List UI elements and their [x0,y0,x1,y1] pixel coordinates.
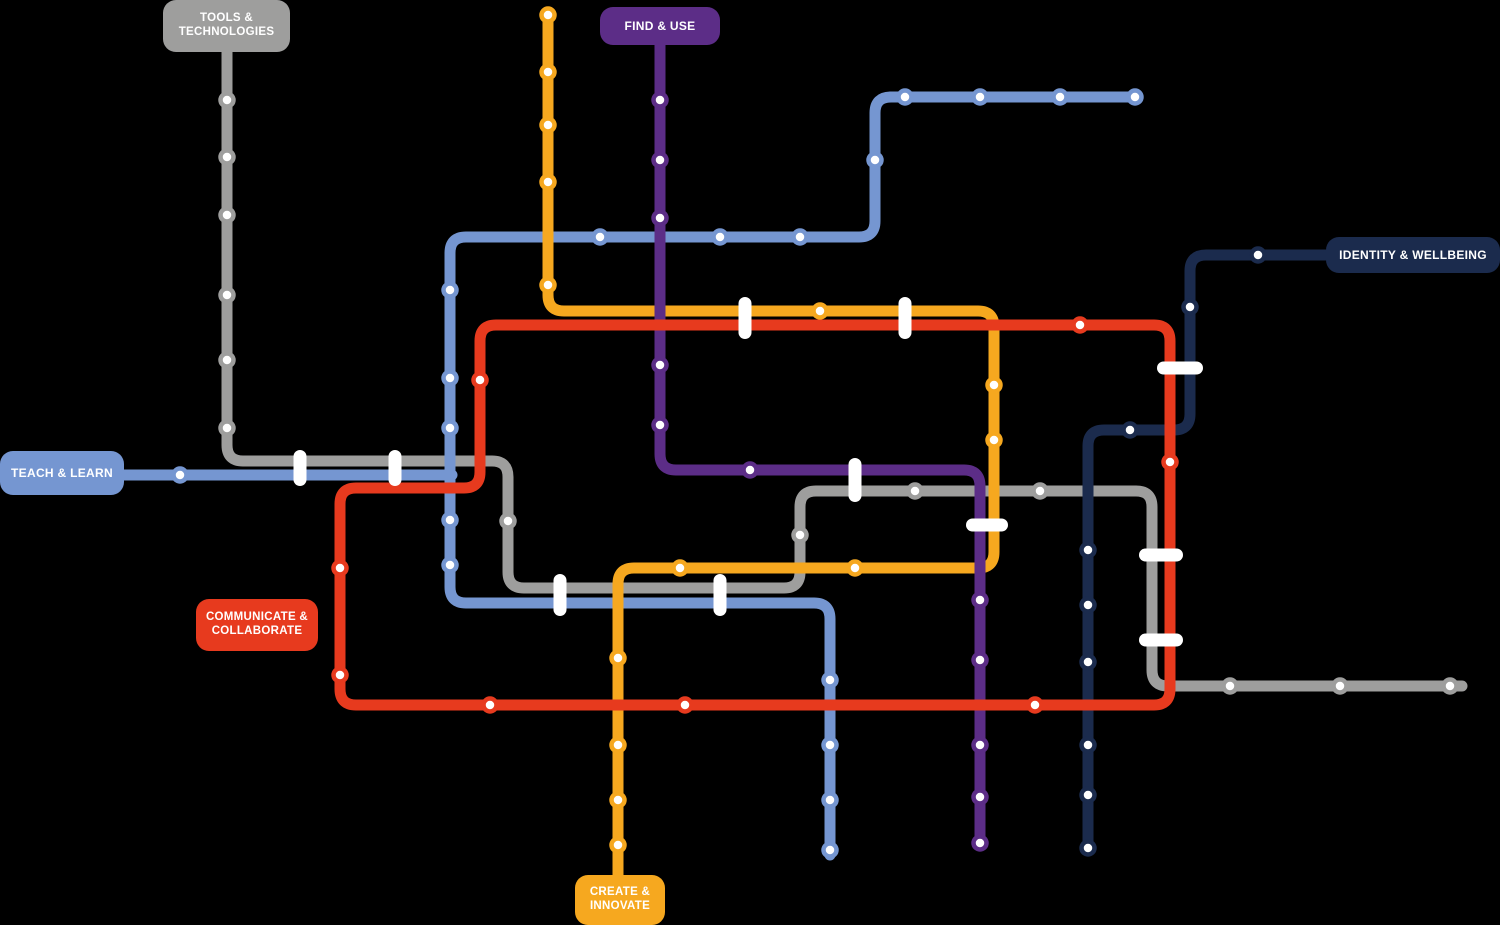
line-label-communicate: COMMUNICATE & COLLABORATE [196,599,318,651]
station-dot-identity [1079,596,1097,614]
line-path-teach [444,91,1141,861]
station-dot-teach [441,419,459,437]
station-dot-teach [896,88,914,106]
station-dot-teach [711,228,729,246]
station-dot-find [651,209,669,227]
station-dot-create [609,736,627,754]
station-dot-communicate [1161,453,1179,471]
station-dot-teach [971,88,989,106]
station-dot-find [651,416,669,434]
interchange-tick [388,450,402,486]
station-dot-find [971,591,989,609]
line-path-tools [221,34,1468,692]
station-dot-identity [1249,246,1267,264]
station-dot-teach [791,228,809,246]
station-dot-teach [441,369,459,387]
station-dot-teach [866,151,884,169]
station-dot-identity [1181,298,1199,316]
station-dot-teach [591,228,609,246]
station-dot-create [539,6,557,24]
station-dot-communicate [481,696,499,714]
station-dot-teach [821,671,839,689]
station-dot-teach [821,841,839,859]
station-dot-tools [1031,482,1049,500]
line-label-identity: IDENTITY & WELLBEING [1326,237,1500,273]
station-dot-find [971,651,989,669]
station-dot-find [971,788,989,806]
station-dot-communicate [331,559,349,577]
station-dot-create [539,116,557,134]
station-dot-create [609,836,627,854]
station-dot-find [971,834,989,852]
station-dot-create [671,559,689,577]
station-dot-identity [1079,839,1097,857]
interchange-tick [738,297,752,339]
station-dot-identity [1121,421,1139,439]
station-dot-communicate [471,371,489,389]
station-dot-communicate [1026,696,1044,714]
station-dot-create [539,63,557,81]
interchange-tick [1139,548,1183,562]
line-path-find [654,39,986,851]
line-label-find: FIND & USE [600,7,720,45]
interchange-tick [713,574,727,616]
station-dot-tools [1331,677,1349,695]
interchange-tick [848,458,862,502]
station-dot-create [609,791,627,809]
interchange-tick [898,297,912,339]
interchange-tick [1139,633,1183,647]
station-dot-create [985,376,1003,394]
interchange-tick [1157,361,1203,375]
station-dot-teach [441,556,459,574]
interchange-tick [966,518,1008,532]
station-dot-identity [1079,541,1097,559]
station-dot-teach [1126,88,1144,106]
line-path-communicate [334,319,1176,711]
station-dot-teach [171,466,189,484]
station-dot-tools [499,512,517,530]
station-dot-identity [1079,736,1097,754]
station-dot-create [609,649,627,667]
station-dot-tools [218,206,236,224]
station-dot-find [971,736,989,754]
station-dot-find [651,91,669,109]
station-dot-tools [218,351,236,369]
station-dot-create [846,559,864,577]
station-dot-tools [218,148,236,166]
station-dot-find [651,356,669,374]
line-path-identity [1082,249,1346,856]
station-dot-communicate [1071,316,1089,334]
line-label-create: CREATE & INNOVATE [575,875,665,925]
line-label-teach: TEACH & LEARN [0,451,124,495]
station-dot-tools [218,286,236,304]
station-dot-communicate [331,666,349,684]
station-dot-tools [1441,677,1459,695]
station-dot-create [985,431,1003,449]
station-dot-teach [441,511,459,529]
interchange-tick [293,450,307,486]
station-dot-find [651,151,669,169]
station-dot-find [741,461,759,479]
station-dot-teach [1051,88,1069,106]
station-dot-tools [906,482,924,500]
station-dot-identity [1079,786,1097,804]
station-dot-create [539,276,557,294]
station-dot-communicate [676,696,694,714]
station-dot-teach [821,736,839,754]
station-dot-teach [821,791,839,809]
station-dot-tools [1221,677,1239,695]
station-dot-teach [441,281,459,299]
line-label-tools: TOOLS & TECHNOLOGIES [163,0,290,52]
station-dot-tools [218,91,236,109]
station-dot-tools [218,419,236,437]
interchange-tick [553,574,567,616]
station-dot-create [811,302,829,320]
station-dot-tools [791,526,809,544]
station-dot-identity [1079,653,1097,671]
station-dot-create [539,173,557,191]
